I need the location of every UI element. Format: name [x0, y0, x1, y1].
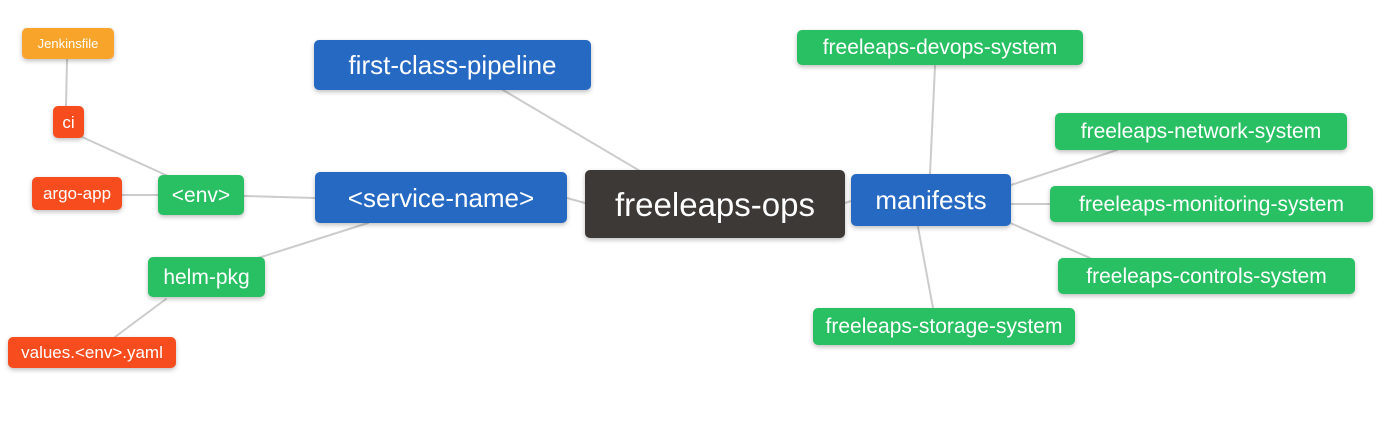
node-env[interactable]: <env>: [158, 175, 244, 215]
node-first-class-pipeline[interactable]: first-class-pipeline: [314, 40, 591, 90]
edge-ci-to-env: [81, 136, 169, 177]
edge-manifests-to-devops-system: [929, 65, 936, 175]
edge-first-class-pipeline-to-freeleaps-ops: [502, 89, 641, 172]
node-manifests[interactable]: manifests: [851, 174, 1011, 226]
edge-helm-pkg-to-service-name: [257, 222, 369, 259]
edge-manifests-to-controls-system: [1007, 221, 1091, 259]
node-storage-system[interactable]: freeleaps-storage-system: [813, 308, 1075, 345]
node-ci[interactable]: ci: [53, 106, 84, 138]
node-monitoring-system[interactable]: freeleaps-monitoring-system: [1050, 186, 1373, 222]
edge-manifests-to-storage-system: [917, 226, 934, 309]
node-helm-pkg[interactable]: helm-pkg: [148, 257, 265, 297]
edge-service-name-to-freeleaps-ops: [566, 197, 586, 204]
node-argo-app[interactable]: argo-app: [32, 177, 122, 210]
node-network-system[interactable]: freeleaps-network-system: [1055, 113, 1347, 150]
node-values-env-yaml[interactable]: values.<env>.yaml: [8, 337, 176, 368]
node-controls-system[interactable]: freeleaps-controls-system: [1058, 258, 1355, 294]
node-freeleaps-ops[interactable]: freeleaps-ops: [585, 170, 845, 238]
edge-freeleaps-ops-to-manifests: [844, 200, 852, 204]
node-devops-system[interactable]: freeleaps-devops-system: [797, 30, 1083, 65]
edge-manifests-to-network-system: [1010, 149, 1118, 186]
node-service-name[interactable]: <service-name>: [315, 172, 567, 223]
edge-env-to-service-name: [243, 195, 316, 199]
edge-values-env-yaml-to-helm-pkg: [114, 298, 167, 338]
node-jenkinsfile[interactable]: Jenkinsfile: [22, 28, 114, 59]
edge-jenkinsfile-to-ci: [65, 58, 68, 107]
